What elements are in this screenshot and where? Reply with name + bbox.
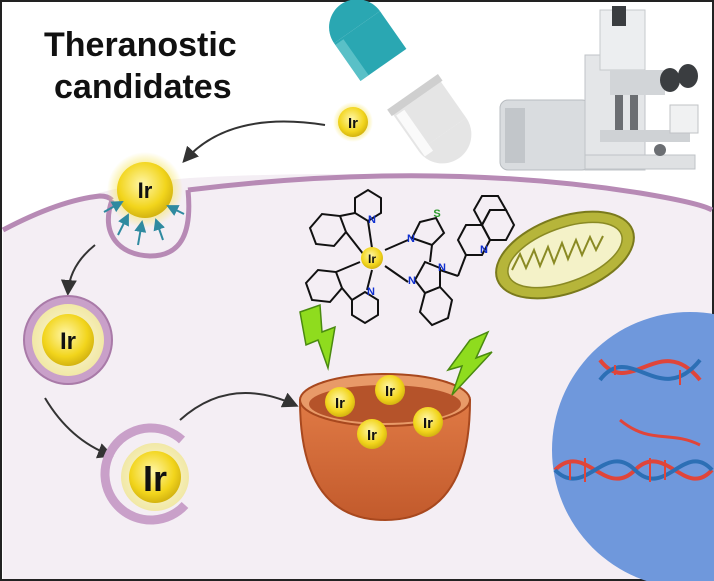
- endocytic-pit: Ir: [103, 152, 192, 259]
- releasing-vesicle: Ir: [100, 423, 189, 525]
- ir-label: Ir: [385, 383, 395, 400]
- svg-text:N: N: [367, 286, 375, 298]
- ir-label: Ir: [335, 395, 345, 412]
- ir-label: Ir: [423, 415, 433, 432]
- page-title: Theranostic candidates: [44, 24, 274, 108]
- heteroatom-labels: N N N N N N S: [367, 208, 488, 298]
- trafficking-arrow: [44, 397, 114, 459]
- title-line-2: candidates: [54, 68, 232, 106]
- uptake-arrow: [182, 120, 326, 163]
- svg-text:N: N: [438, 262, 446, 274]
- microscope-icon: [499, 6, 699, 171]
- iridium-complex-structure: [304, 188, 516, 327]
- svg-text:N: N: [407, 233, 415, 245]
- internalization-arrow: [60, 244, 96, 296]
- svg-text:S: S: [433, 208, 440, 220]
- ir-complex-free: Ir: [333, 102, 373, 142]
- ir-label: Ir: [143, 458, 167, 499]
- mitochondrion-icon: [495, 210, 635, 300]
- ir-label: Ir: [367, 427, 377, 444]
- endosome: Ir: [23, 295, 113, 385]
- lysosome-arrow: [179, 392, 299, 421]
- ir-label: Ir: [138, 178, 153, 203]
- capsule-icon: [329, 0, 472, 164]
- dna-icon: [553, 358, 714, 482]
- ir-center-atom: Ir: [361, 247, 383, 269]
- ir-label: Ir: [60, 328, 76, 355]
- title-line-1: Theranostic: [44, 26, 237, 64]
- svg-text:N: N: [480, 244, 488, 256]
- svg-text:Ir: Ir: [368, 252, 376, 266]
- lysosome-icon: Ir Ir Ir Ir: [298, 373, 472, 522]
- lightning-icon: [299, 303, 493, 396]
- svg-text:N: N: [408, 275, 416, 287]
- svg-text:N: N: [368, 214, 376, 226]
- ir-label: Ir: [348, 115, 358, 132]
